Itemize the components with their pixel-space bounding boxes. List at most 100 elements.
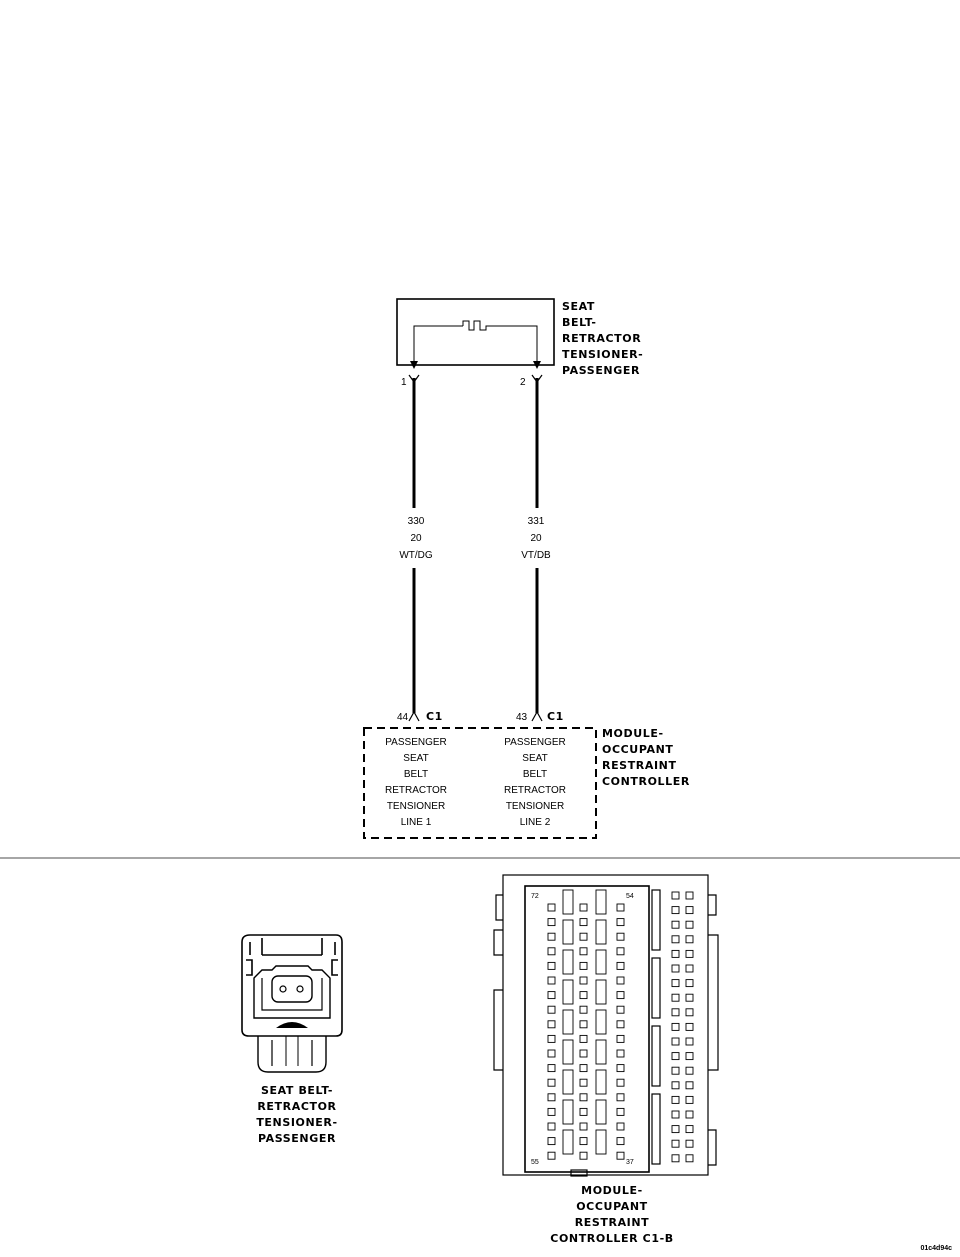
pin-cavity-right [685, 920, 694, 929]
pin-cavity [616, 1137, 625, 1146]
tensioner-label-4: TENSIONER- [562, 348, 643, 361]
pin-cavity [579, 1078, 588, 1087]
pin-cavity [616, 1064, 625, 1073]
pin-cavity [579, 1151, 588, 1160]
pin-cavity [547, 932, 556, 941]
module-pin-label-55: 55 [531, 1159, 539, 1166]
terminal-slot [595, 1039, 607, 1065]
module-label-1: MODULE- [602, 727, 664, 740]
pin-cavity [579, 1093, 588, 1102]
pin-cavity [616, 903, 625, 912]
right-func-5: TENSIONER [506, 801, 564, 812]
terminal-slot [562, 919, 574, 945]
left-func-3: BELT [404, 769, 428, 780]
pin-cavity [547, 918, 556, 927]
pin-cavity [616, 961, 625, 970]
pin-cavity [616, 947, 625, 956]
pin-cavity [547, 1078, 556, 1087]
pin-cavity-right [685, 1081, 694, 1090]
wire-right-color: VT/DB [521, 550, 551, 561]
terminal-slot [562, 1129, 574, 1155]
pin-cavity [616, 1151, 625, 1160]
module-pin-label-54: 54 [626, 893, 634, 900]
pin-cavity-right [671, 1081, 680, 1090]
pin-cavity [616, 1049, 625, 1058]
tensioner-label-1: SEAT [562, 300, 595, 313]
pin-cavity [579, 932, 588, 941]
wire-left-gauge: 20 [410, 533, 422, 544]
left-func-4: RETRACTOR [385, 785, 447, 796]
terminal-slot [595, 1009, 607, 1035]
pin-cavity [547, 1049, 556, 1058]
terminal-slot [562, 979, 574, 1005]
tensioner-internal-wire-right [491, 325, 538, 368]
pin-cavity [579, 1122, 588, 1131]
pin-cavity-right [685, 1154, 694, 1163]
pin-cavity-right [671, 1052, 680, 1061]
pin-cavity [616, 1005, 625, 1014]
pin-cavity [547, 1107, 556, 1116]
tensioner-connector-view [241, 934, 343, 1073]
module-view-label-3: RESTRAINT [575, 1216, 650, 1229]
left-func-5: TENSIONER [387, 801, 445, 812]
pin-cavity-right [685, 1052, 694, 1061]
left-func-1: PASSENGER [385, 737, 447, 748]
tensioner-label-5: PASSENGER [562, 364, 640, 377]
tensioner-view-label-4: PASSENGER [258, 1132, 336, 1145]
left-func-2: SEAT [403, 753, 428, 764]
wire-right-gauge: 20 [530, 533, 542, 544]
pin-cavity-right [671, 993, 680, 1002]
tensioner-arrow-right [533, 361, 541, 369]
pin-cavity-right [685, 1139, 694, 1148]
tensioner-label-2: BELT- [562, 316, 597, 329]
pin-cavity-right [671, 1125, 680, 1134]
figure-id: 01c4d94c [920, 1245, 952, 1252]
pin-cavity [579, 1107, 588, 1116]
pin-cavity [616, 1020, 625, 1029]
pin-cavity [616, 976, 625, 985]
pin-cavity-right [671, 891, 680, 900]
module-label-3: RESTRAINT [602, 759, 677, 772]
pin-cavity-right [685, 935, 694, 944]
terminal-slot [562, 1069, 574, 1095]
pin-cavity-right [685, 1037, 694, 1046]
pin-cavity [547, 1093, 556, 1102]
pin-cavity-right [671, 1008, 680, 1017]
pin-cavity [579, 1137, 588, 1146]
tensioner-internal-wire-left [413, 325, 463, 368]
module-connector-left: C1 [426, 710, 443, 723]
pin-cavity [579, 991, 588, 1000]
pin-cavity [547, 1034, 556, 1043]
pin-cavity-right [671, 920, 680, 929]
pin-cavity-right [685, 891, 694, 900]
pin-cavity [616, 932, 625, 941]
terminal-slot [562, 1099, 574, 1125]
pin-cavity [616, 1093, 625, 1102]
terminal-slot [595, 1129, 607, 1155]
pin-cavity-right [671, 949, 680, 958]
module-label-4: CONTROLLER [602, 775, 690, 788]
pin-cavity [579, 1034, 588, 1043]
pin-cavity [616, 1078, 625, 1087]
terminal-slot [595, 949, 607, 975]
right-func-4: RETRACTOR [504, 785, 566, 796]
pin-cavity [547, 903, 556, 912]
pin-cavity [616, 1122, 625, 1131]
tensioner-view-label-1: SEAT BELT- [261, 1084, 333, 1097]
module-pin-label-72: 72 [531, 893, 539, 900]
pin-cavity-right [685, 906, 694, 915]
connector-chevron-bottom-left [408, 710, 420, 722]
module-pin-43: 43 [516, 712, 528, 723]
module-connector-view [493, 874, 719, 1177]
pin-cavity [616, 1107, 625, 1116]
pin-cavity-right [671, 964, 680, 973]
terminal-slot [595, 1099, 607, 1125]
pin-cavity [579, 947, 588, 956]
tensioner-view-label-3: TENSIONER- [256, 1116, 337, 1129]
terminal-slot [562, 1039, 574, 1065]
pin-cavity-right [671, 1095, 680, 1104]
wire-right-circuit: 331 [528, 516, 545, 527]
terminal-slot [595, 979, 607, 1005]
pin-cavity [547, 1005, 556, 1014]
pin-cavity-right [685, 993, 694, 1002]
